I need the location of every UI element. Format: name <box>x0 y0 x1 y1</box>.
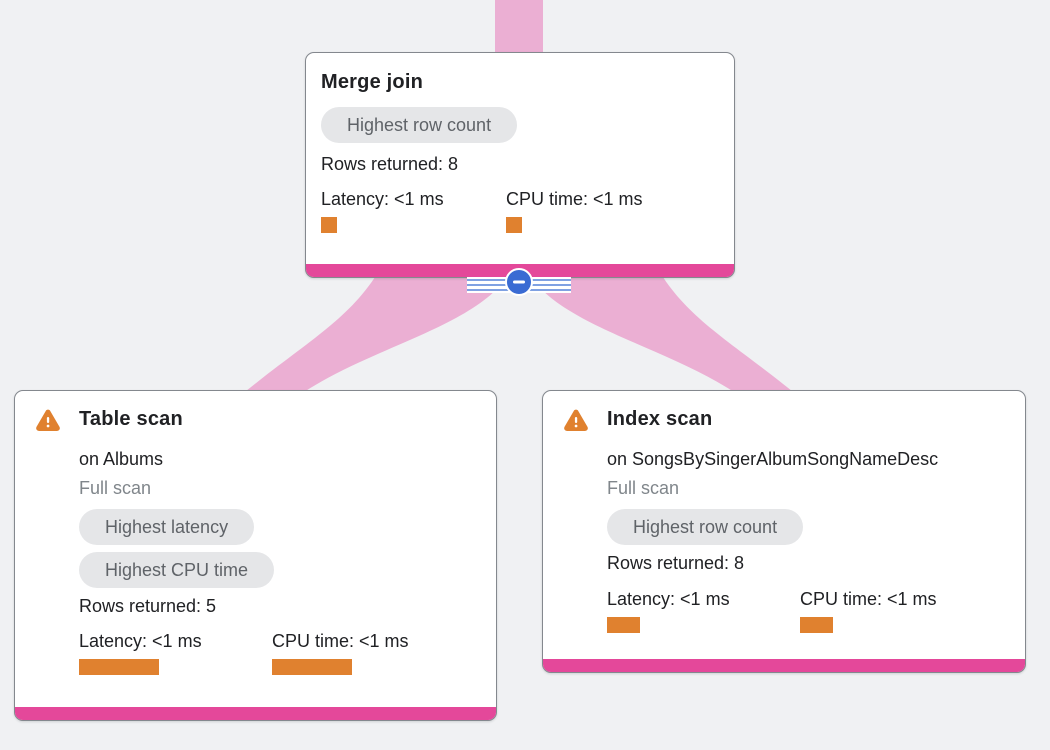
latency-metric: Latency: <1 ms <box>321 189 506 233</box>
insight-badge: Highest latency <box>79 509 255 545</box>
collapse-button[interactable] <box>505 268 533 296</box>
latency-label: Latency: <1 ms <box>607 589 730 609</box>
latency-label: Latency: <1 ms <box>79 631 202 651</box>
cpu-time-label: CPU time: <1 ms <box>506 189 643 209</box>
latency-bar <box>607 617 640 633</box>
cpu-time-bar <box>272 659 352 675</box>
insight-badge: Highest CPU time <box>79 552 275 588</box>
node-table-scan[interactable]: Table scan on Albums Full scan Highest l… <box>14 390 497 721</box>
latency-bar <box>79 659 159 675</box>
rows-returned-text: Rows returned: 8 <box>607 553 745 573</box>
cpu-time-metric: CPU time: <1 ms <box>506 189 691 233</box>
node-index-scan[interactable]: Index scan on SongsBySingerAlbumSongName… <box>542 390 1026 673</box>
node-accent-bar <box>15 707 496 720</box>
node-title: Index scan <box>607 408 713 430</box>
warning-icon <box>36 409 60 431</box>
node-title: Table scan <box>79 408 183 430</box>
insight-badge: Highest row count <box>607 509 804 545</box>
warning-icon <box>564 409 588 431</box>
cpu-time-label: CPU time: <1 ms <box>800 589 937 609</box>
cpu-time-bar <box>506 217 522 233</box>
insight-badge: Highest row count <box>321 107 518 143</box>
rows-returned-text: Rows returned: 8 <box>321 154 459 174</box>
scan-target-text: on Albums <box>79 449 164 469</box>
latency-label: Latency: <1 ms <box>321 189 444 209</box>
cpu-time-bar <box>800 617 833 633</box>
edge-to-parent <box>495 0 543 60</box>
scan-type-text: Full scan <box>79 478 152 498</box>
latency-bar <box>321 217 337 233</box>
rows-returned-text: Rows returned: 5 <box>79 596 217 616</box>
cpu-time-metric: CPU time: <1 ms <box>272 631 465 675</box>
cpu-time-label: CPU time: <1 ms <box>272 631 409 651</box>
node-accent-bar <box>543 659 1025 672</box>
edge-left-child <box>240 262 514 396</box>
edge-right-child <box>524 262 798 396</box>
latency-metric: Latency: <1 ms <box>607 589 800 633</box>
scan-target-text: on SongsBySingerAlbumSongNameDesc <box>607 449 939 469</box>
node-title: Merge join <box>321 71 424 93</box>
minus-icon <box>513 280 525 284</box>
latency-metric: Latency: <1 ms <box>79 631 272 675</box>
scan-type-text: Full scan <box>607 478 680 498</box>
node-merge-join[interactable]: Merge join Highest row count Rows return… <box>305 52 735 278</box>
cpu-time-metric: CPU time: <1 ms <box>800 589 993 633</box>
